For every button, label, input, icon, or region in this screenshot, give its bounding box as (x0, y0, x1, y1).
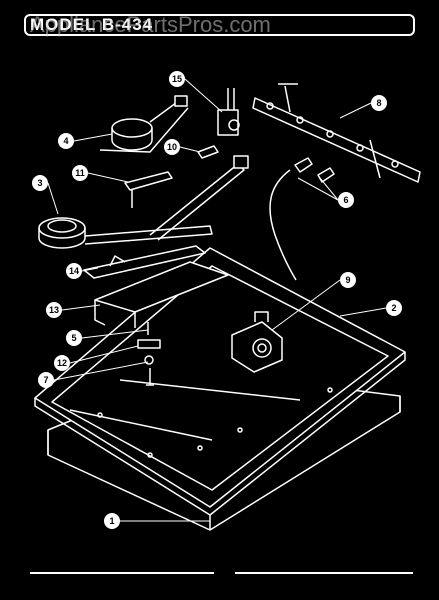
model-title-box (24, 14, 415, 36)
part-13-bracket (94, 261, 229, 328)
callout-5: 5 (66, 330, 82, 346)
part-6-igniter-wires (269, 157, 335, 281)
model-label: MODEL (30, 15, 97, 34)
callout-1: 1 (104, 513, 120, 529)
callout-15: 15 (169, 71, 185, 87)
part-14-rail (83, 245, 206, 279)
venturi-tube (149, 155, 249, 241)
part-15-fitting (217, 88, 240, 136)
callout-13: 13 (46, 302, 62, 318)
callout-11: 11 (72, 165, 88, 181)
part-5-12-7-hardware (137, 322, 161, 386)
model-number: B-434 (101, 15, 154, 34)
part-3-left-burner (38, 217, 213, 249)
part-10-connector (197, 145, 219, 159)
callout-4: 4 (58, 133, 74, 149)
part-9-valve-assembly (231, 311, 283, 373)
model-title: MODEL B-434 (30, 14, 153, 36)
part-4-upper-burner (99, 95, 189, 153)
callout-12: 12 (54, 355, 70, 371)
footer-rule-right (235, 572, 413, 574)
callout-2: 2 (386, 300, 402, 316)
callout-10: 10 (164, 139, 180, 155)
callout-7: 7 (38, 372, 54, 388)
callout-8: 8 (371, 95, 387, 111)
part-11-shield (124, 171, 173, 208)
watermark-text: AppliancePartsPros.com (30, 12, 271, 37)
callout-9: 9 (340, 272, 356, 288)
callout-14: 14 (66, 263, 82, 279)
part-8-manifold (252, 83, 421, 183)
callout-6: 6 (338, 192, 354, 208)
callout-3: 3 (32, 175, 48, 191)
footer-rule-left (30, 572, 214, 574)
leader-lines (47, 78, 387, 522)
